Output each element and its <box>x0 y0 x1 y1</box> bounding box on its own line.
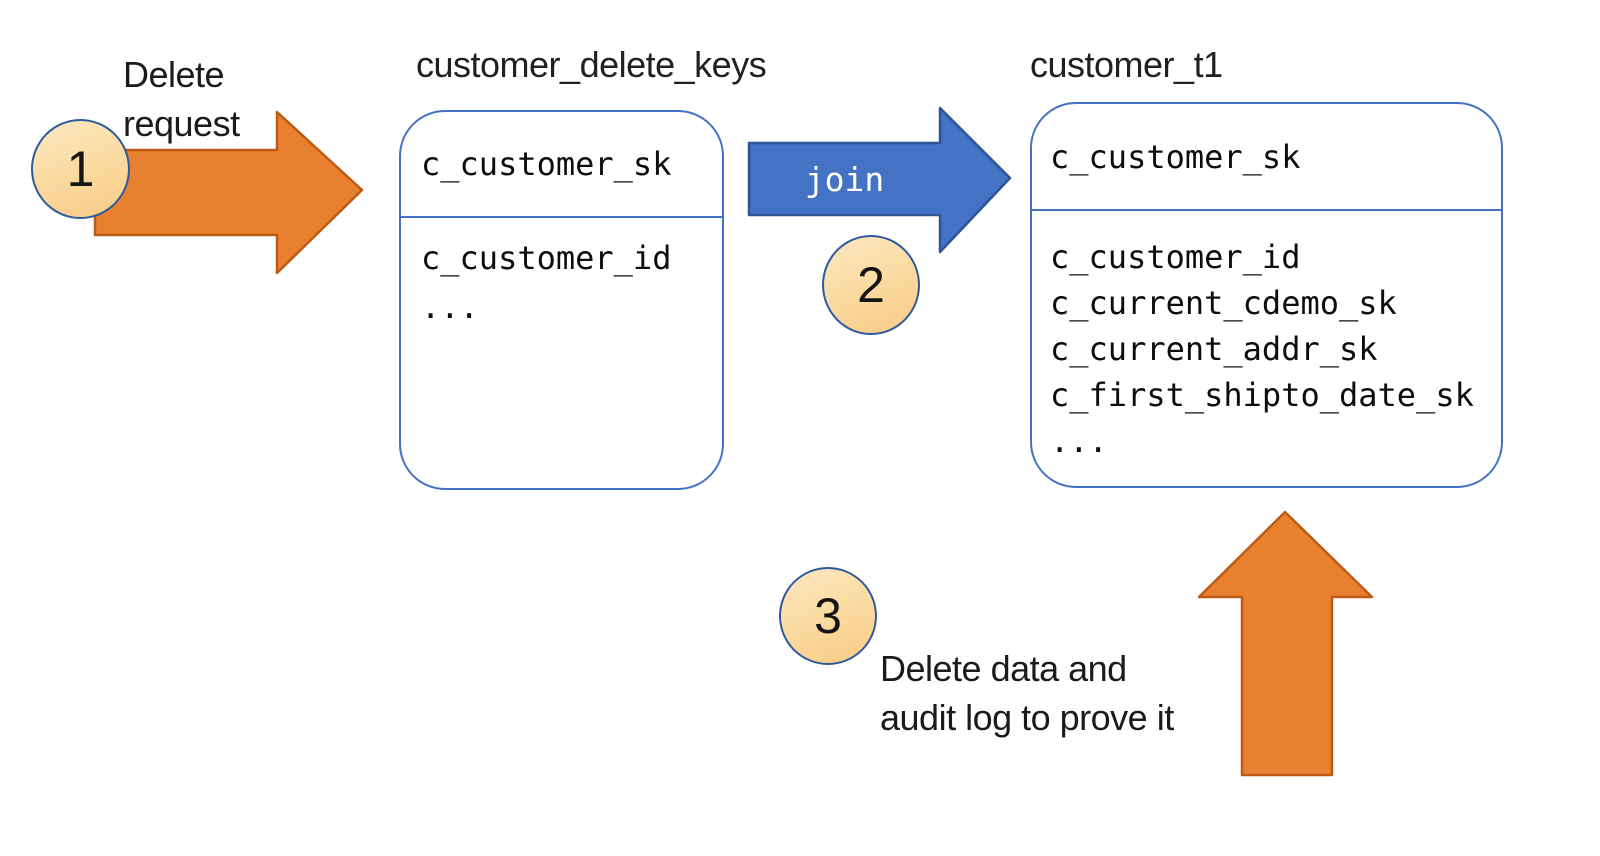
delete-request-arrow-shape <box>93 110 364 275</box>
customer-delete-keys-table: c_customer_sk c_customer_id ... <box>399 110 724 490</box>
delete-request-label-line1: Delete <box>123 54 225 95</box>
customer-t1-table: c_customer_sk c_customer_id c_current_cd… <box>1030 102 1503 488</box>
customer-t1-title: customer_t1 <box>1030 44 1223 85</box>
join-arrow-label: join <box>804 159 885 199</box>
table-row: c_first_shipto_date_sk <box>1050 376 1474 414</box>
delete-data-label-line1: Delete data and <box>880 648 1127 689</box>
step-2-number: 2 <box>857 257 885 313</box>
customer-t1-rows: c_customer_id c_current_cdemo_sk c_curre… <box>1032 211 1501 464</box>
customer-delete-keys-header: c_customer_sk <box>401 112 722 218</box>
table-row: c_customer_id <box>1050 238 1301 276</box>
step-1-badge: 1 <box>31 119 130 219</box>
step-2-badge: 2 <box>822 235 920 335</box>
delete-request-label-line2: request <box>123 103 240 144</box>
step-3-number: 3 <box>814 588 842 644</box>
customer-t1-header: c_customer_sk <box>1032 104 1501 211</box>
customer-delete-keys-title: customer_delete_keys <box>416 44 767 85</box>
delete-data-arrow <box>1197 510 1374 777</box>
delete-request-label: Delete request <box>123 50 240 148</box>
join-arrow-shape <box>747 106 1012 254</box>
delete-data-arrow-shape <box>1197 510 1374 777</box>
customer-delete-keys-rows: c_customer_id ... <box>401 218 722 332</box>
delete-request-arrow <box>93 110 364 275</box>
table-row: ... <box>1050 422 1108 460</box>
table-row: c_customer_id <box>421 239 672 277</box>
step-1-number: 1 <box>66 141 95 197</box>
table-row: c_current_addr_sk <box>1050 330 1378 368</box>
join-arrow <box>747 106 1012 254</box>
table-row: ... <box>421 288 479 326</box>
delete-data-label-line2: audit log to prove it <box>880 697 1174 738</box>
table-row: c_current_cdemo_sk <box>1050 284 1397 322</box>
delete-data-label: Delete data and audit log to prove it <box>880 644 1174 742</box>
step-3-badge: 3 <box>779 567 877 665</box>
